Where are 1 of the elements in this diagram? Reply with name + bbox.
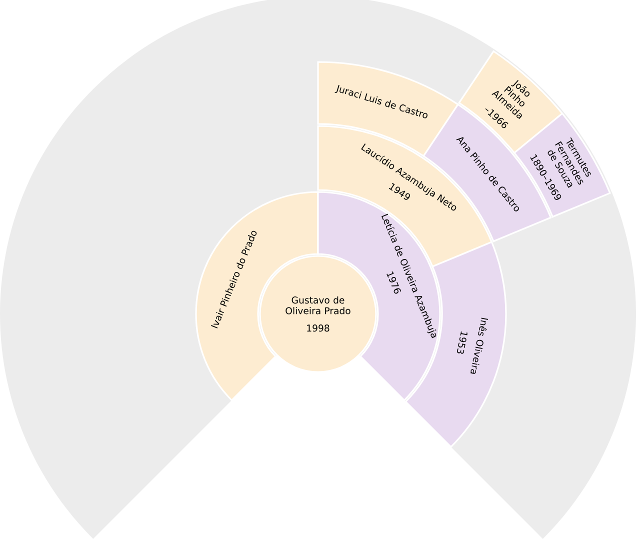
ancestor-sector: Gustavo de Oliveira Prado 1998 <box>259 255 377 373</box>
